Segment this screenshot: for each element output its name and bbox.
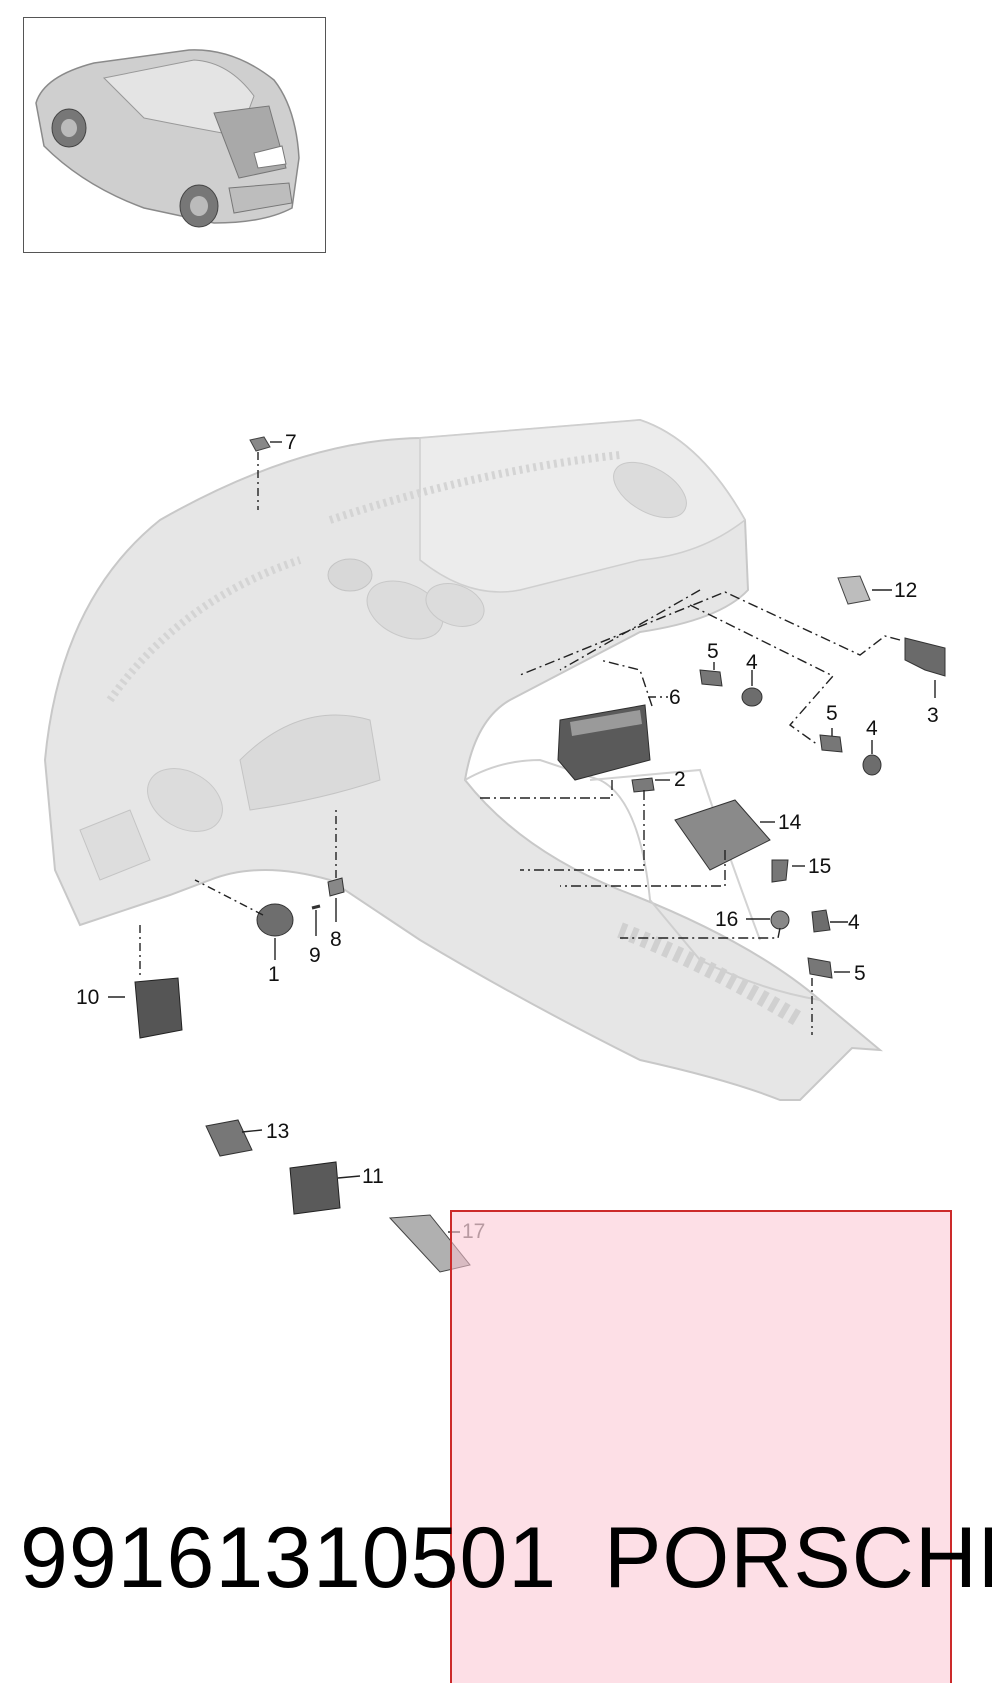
dashboard-illustration [43,418,884,1101]
vehicle-thumbnail-frame [23,17,326,253]
part-12-switch [837,575,871,605]
callout-7: 7 [285,431,297,454]
callout-1: 1 [268,963,280,986]
callout-15: 15 [808,855,831,878]
callout-14: 14 [778,811,802,834]
part-7-sensor [249,436,271,452]
part-4c-cap [811,909,831,933]
part-8-sensor [327,877,345,897]
callout-4c: 4 [848,911,860,934]
part-3-bracket [904,637,946,677]
callout-12: 12 [894,579,917,602]
callout-10: 10 [76,986,99,1009]
callout-9: 9 [309,944,321,967]
part-14-switch-panel [674,799,771,871]
part-11-switch-block [289,1161,341,1215]
part-15-switch [771,859,789,883]
footer: 99161310501 PORSCHE [0,1508,992,1608]
callout-5a: 5 [707,640,719,663]
part-4a-cap [741,687,763,707]
callout-5b: 5 [826,702,838,725]
callout-16: 16 [715,908,738,931]
callout-13: 13 [266,1120,289,1143]
part-number: 99161310501 [20,1510,558,1606]
callout-3: 3 [927,704,939,727]
part-5a-socket [699,669,723,687]
part-2-clip [631,777,655,793]
part-5b-socket [819,734,843,753]
callout-8: 8 [330,928,342,951]
car-thumbnail-image [35,49,300,228]
part-1-knob [256,903,294,937]
leader-lines [108,441,936,1233]
part-16-ring [770,910,790,930]
highlight-overlay [450,1210,952,1683]
brand-name: PORSCHE [604,1510,992,1606]
part-13-clip [205,1119,253,1157]
callout-6: 6 [669,686,681,709]
callout-4a: 4 [746,651,758,674]
callout-11: 11 [362,1165,384,1188]
part-9-clip [311,904,321,910]
part-4b-cap [862,754,882,776]
callout-2: 2 [674,768,686,791]
part-10-switch-module [134,977,183,1039]
callout-labels: 1 2 3 4 4 4 5 5 5 6 7 8 9 10 11 12 13 14… [76,431,939,1243]
callout-4b: 4 [866,717,878,740]
callout-5c: 5 [854,962,866,985]
part-5c-socket [807,957,833,979]
